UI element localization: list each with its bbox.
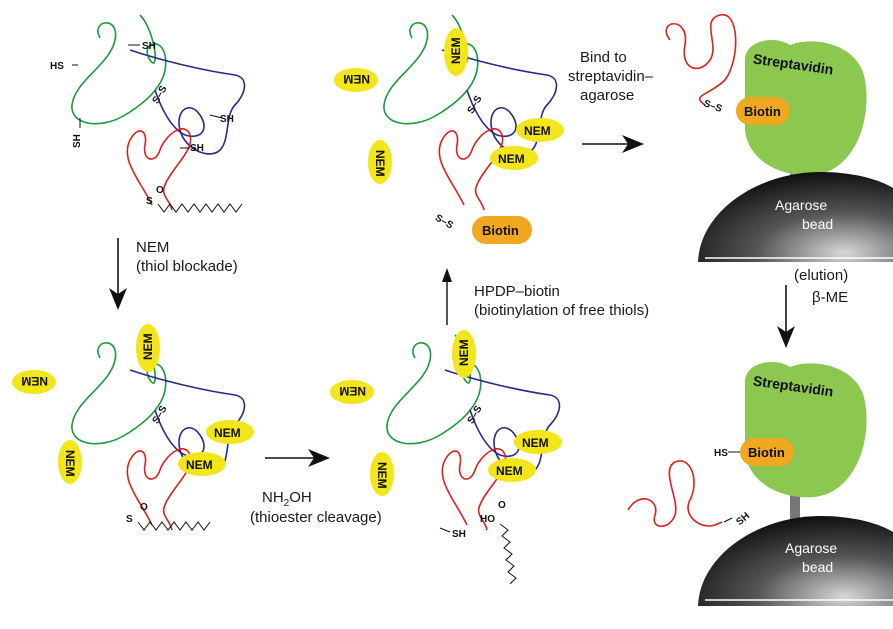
hpdp-step-description: (biotinylation of free thiols) [474, 302, 649, 319]
hs-label: HS [50, 61, 64, 72]
disulfide-label: S–S [151, 84, 170, 106]
nem-tag: NEM [375, 462, 389, 489]
bind-step-label-3: agarose [580, 87, 634, 104]
nem-tag: NEM [498, 152, 525, 166]
nh2oh-step-description: (thioester cleavage) [250, 509, 382, 526]
nem-tag: NEM [522, 436, 549, 450]
sh-label: SH [190, 143, 204, 154]
biotin-label: Biotin [748, 445, 785, 460]
panel-native-protein: SH HS SH S–S SH SH S O [50, 14, 246, 213]
nem-tag: NEM [186, 458, 213, 472]
carboxyl-ho-label: HO [480, 514, 495, 525]
nem-tag: NEM [141, 333, 155, 360]
nem-tag: NEM [524, 124, 551, 138]
sh-label: SH [72, 134, 83, 148]
nem-tag: NEM [449, 37, 463, 64]
nem-step-description: (thiol blockade) [136, 258, 238, 275]
nem-tag: NEM [343, 72, 370, 86]
panel-nem-blocked: NEM NEM NEM NEM NEM S–S S O [12, 324, 254, 531]
disulfide-label: S–S [466, 404, 485, 426]
panel-thioester-cleaved: NEM NEM NEM NEM NEM S–S SH HO O [330, 330, 562, 585]
carbonyl-o-label: O [156, 185, 164, 196]
carbonyl-o-label: O [498, 500, 506, 511]
panel-biotinylated: NEM NEM NEM NEM NEM S–S S–S Biotin [334, 14, 564, 244]
nem-tag: NEM [63, 450, 77, 477]
arrow-nem-step: NEM (thiol blockade) [109, 238, 238, 310]
hs-label: HS [714, 448, 728, 459]
agarose-bead-label: Agarose [785, 540, 837, 556]
bind-step-label-1: Bind to [580, 49, 627, 66]
elution-step-label: (elution) [794, 267, 848, 284]
arrow-hpdp-biotin-step: HPDP–biotin (biotinylation of free thiol… [442, 268, 649, 325]
thioester-s-label: S [146, 196, 153, 207]
nem-tag: NEM [214, 426, 241, 440]
carbonyl-o-label: O [140, 502, 148, 513]
nem-tag: NEM [339, 384, 366, 398]
beta-me-label: β-ME [812, 289, 848, 306]
panel-bound-to-bead: S–S Streptavidin Biotin Agarose bead [665, 14, 893, 262]
biotin-label: Biotin [744, 104, 781, 119]
disulfide-label: S–S [702, 98, 724, 115]
hpdp-step-label: HPDP–biotin [474, 283, 560, 300]
disulfide-label: S–S [466, 94, 485, 116]
sh-label: SH [220, 114, 234, 125]
nem-tag: NEM [496, 464, 523, 478]
nem-tag: NEM [21, 374, 48, 388]
nh2oh-step-label: NH2OH [262, 489, 312, 509]
disulfide-label: S–S [151, 404, 170, 426]
nem-step-label: NEM [136, 239, 169, 256]
nem-tag: NEM [373, 150, 387, 177]
free-thiol-label: SH [734, 511, 752, 528]
biotin-tag: Biotin [482, 223, 519, 238]
agarose-bead-label: Agarose [775, 197, 827, 213]
thioester-s-label: S [126, 514, 133, 525]
agarose-bead-label-2: bead [802, 559, 833, 575]
panel-eluted: Streptavidin Biotin HS SH Agarose bead [627, 362, 893, 606]
disulfide-label: S–S [433, 213, 455, 232]
arrow-bind-step: Bind to streptavidin– agarose [568, 49, 654, 153]
sh-label: SH [142, 41, 156, 52]
free-thiol-label: SH [452, 529, 466, 540]
nem-tag: NEM [457, 339, 471, 366]
arrow-elution-step: (elution) β-ME [777, 267, 848, 348]
bind-step-label-2: streptavidin– [568, 68, 654, 85]
agarose-bead-label-2: bead [802, 216, 833, 232]
arrow-nh2oh-step: NH2OH (thioester cleavage) [250, 449, 382, 526]
